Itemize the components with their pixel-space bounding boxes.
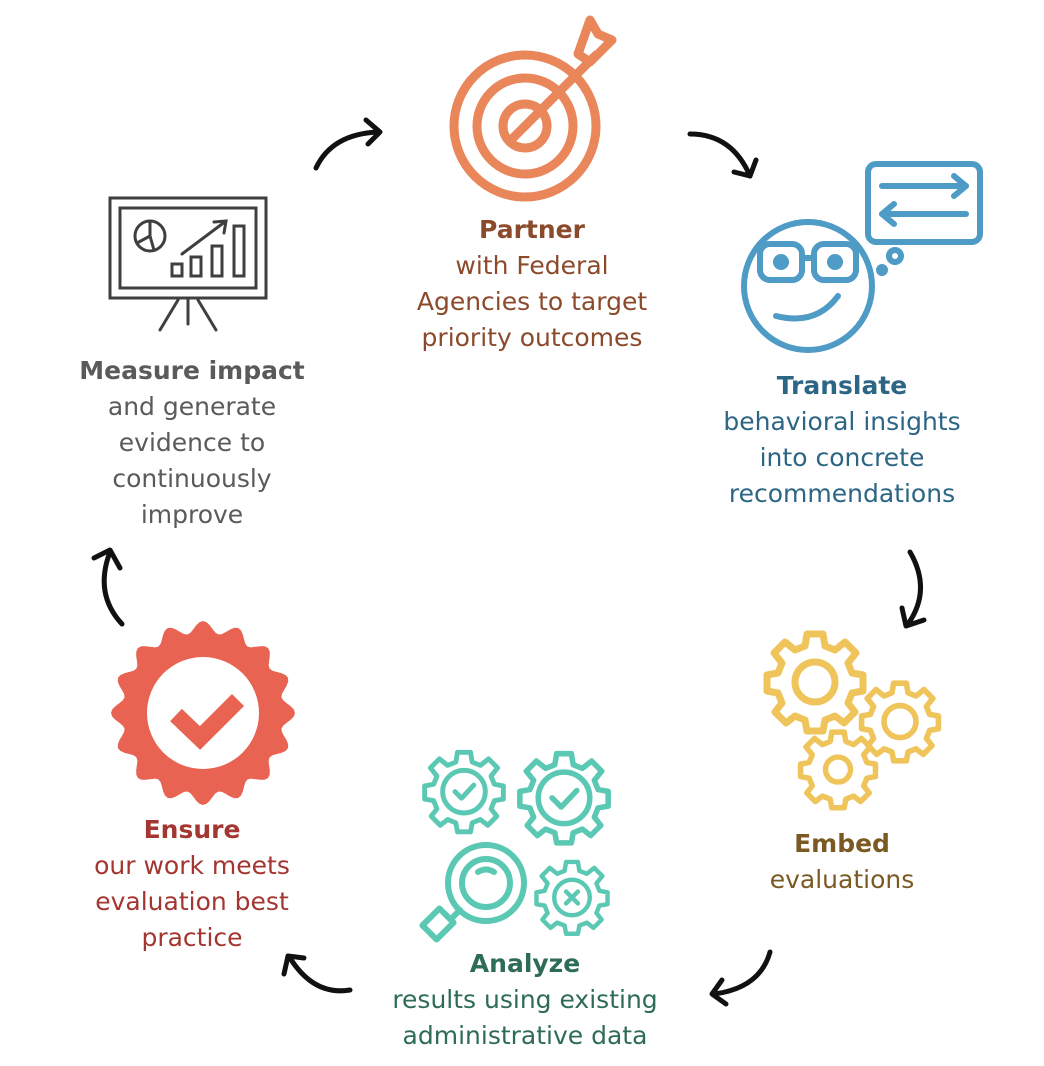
step-translate: Translate behavioral insights into concr… [692, 368, 992, 512]
arrow-translate-to-embed [899, 549, 927, 629]
step-partner: Partner with Federal Agencies to target … [380, 212, 684, 356]
magnifier-gears-icon [419, 749, 611, 943]
step-desc-line: recommendations [728, 479, 956, 508]
step-desc-line: our work meets [94, 851, 290, 880]
step-title: Ensure [143, 815, 241, 844]
step-analyze: Analyze results using existing administr… [362, 946, 688, 1054]
arrow-analyze-to-ensure [281, 953, 353, 994]
arrow-partner-to-translate [687, 131, 759, 179]
step-desc-line: and generate [107, 392, 277, 421]
step-ensure: Ensure our work meets evaluation best pr… [60, 812, 324, 956]
step-desc-line: with Federal [455, 251, 609, 280]
step-measure: Measure impact and generate evidence to … [52, 353, 332, 533]
gears-icon [763, 630, 942, 811]
presentation-chart-icon [108, 196, 268, 332]
step-title: Analyze [469, 949, 581, 978]
step-title: Partner [479, 215, 585, 244]
smiley-glasses-thought-icon [741, 161, 983, 353]
step-desc-line: practice [141, 923, 243, 952]
badge-check-icon [111, 621, 295, 805]
arrow-measure-to-partner [313, 117, 383, 171]
step-desc-line: behavioral insights [723, 407, 961, 436]
step-desc-line: priority outcomes [421, 323, 643, 352]
step-desc-line: evidence to [118, 428, 266, 457]
target-icon [449, 15, 617, 202]
step-desc-line: results using existing [392, 985, 658, 1014]
step-title: Measure impact [79, 356, 305, 385]
step-desc-line: improve [140, 500, 244, 529]
step-title: Embed [794, 829, 890, 858]
step-desc-line: administrative data [402, 1021, 648, 1050]
arrow-embed-to-analyze [709, 949, 773, 1007]
step-desc-line: Agencies to target [416, 287, 648, 316]
step-desc-line: continuously [112, 464, 272, 493]
step-title: Translate [776, 371, 908, 400]
step-embed: Embed evaluations [720, 826, 964, 898]
step-desc-line: evaluation best [95, 887, 289, 916]
step-desc-line: evaluations [769, 865, 915, 894]
step-desc-line: into concrete [759, 443, 925, 472]
arrow-ensure-to-measure [91, 547, 125, 627]
